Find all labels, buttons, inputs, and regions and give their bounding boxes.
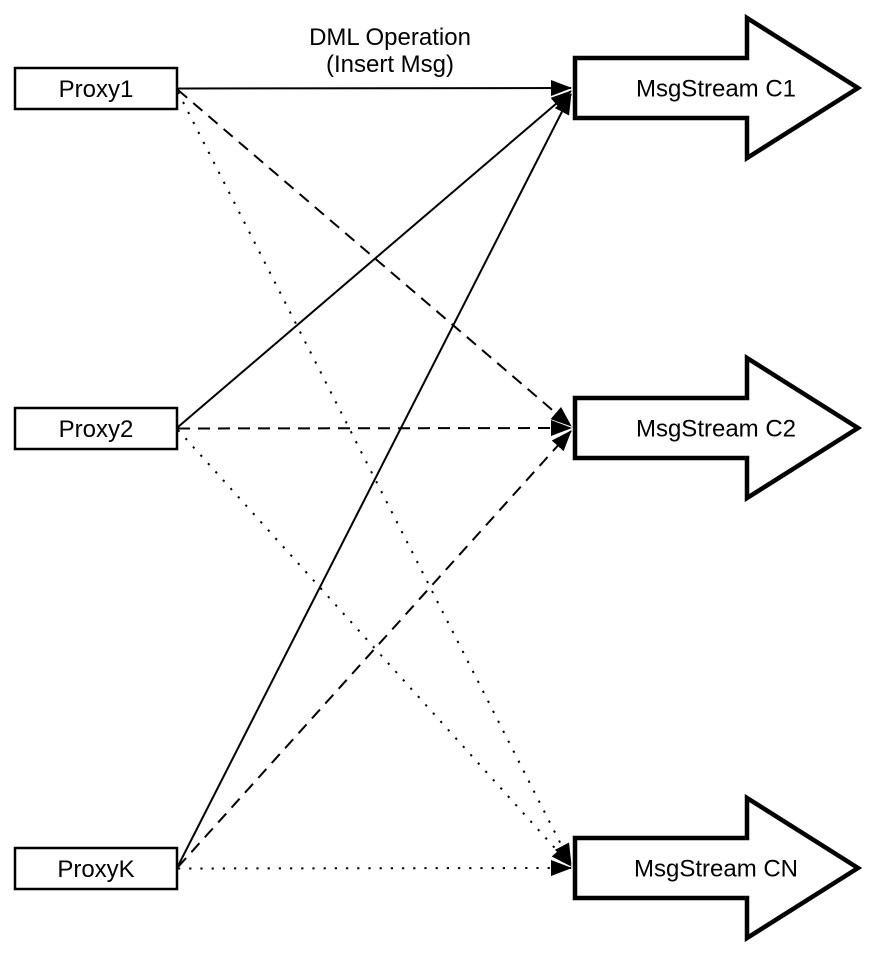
- annotation-line2: (Insert Msg): [326, 51, 454, 78]
- msgstream-c2-arrow: [572, 353, 863, 503]
- edge-proxy1-c1-line: [177, 80, 572, 97]
- proxy2-box: [13, 406, 179, 451]
- msgstream-c1-node: MsgStream C1: [572, 13, 863, 163]
- msgstream-c1-label: MsgStream C1: [636, 76, 796, 103]
- msgstream-c2-node: MsgStream C2: [572, 353, 863, 503]
- proxy1-box: [13, 66, 179, 111]
- proxy1-label: Proxy1: [59, 76, 134, 103]
- edge-proxyk-c1-line: [177, 93, 572, 867]
- msgstream-cn-arrow: [572, 793, 863, 943]
- proxyk-node: ProxyK: [13, 846, 179, 891]
- edge-proxy2-c1-line: [177, 90, 572, 428]
- msgstream-c1-arrow: [572, 13, 863, 163]
- annotation-line1: DML Operation: [309, 24, 471, 51]
- proxy-nodes-layer: Proxy1 Proxy2 ProxyK: [13, 66, 179, 891]
- proxyk-box: [13, 846, 179, 891]
- proxy2-node: Proxy2: [13, 406, 179, 451]
- proxy2-label: Proxy2: [59, 416, 134, 443]
- edges-layer: [177, 80, 572, 877]
- msgstream-cn-label: MsgStream CN: [634, 856, 798, 883]
- proxy1-node: Proxy1: [13, 66, 179, 111]
- stream-nodes-layer: MsgStream C1 MsgStream C2 MsgStream CN: [572, 13, 863, 943]
- edge-proxyk-cn-line: [177, 860, 572, 877]
- msgstream-c2-label: MsgStream C2: [636, 416, 796, 443]
- edge-proxy1-c2-line: [177, 89, 572, 427]
- proxyk-label: ProxyK: [57, 856, 134, 883]
- edge-proxy2-c2-line: [177, 420, 572, 437]
- edge-proxyk-c2-line: [177, 430, 572, 868]
- dml-operation-annotation: DML Operation (Insert Msg): [309, 24, 471, 78]
- msgstream-cn-node: MsgStream CN: [572, 793, 863, 943]
